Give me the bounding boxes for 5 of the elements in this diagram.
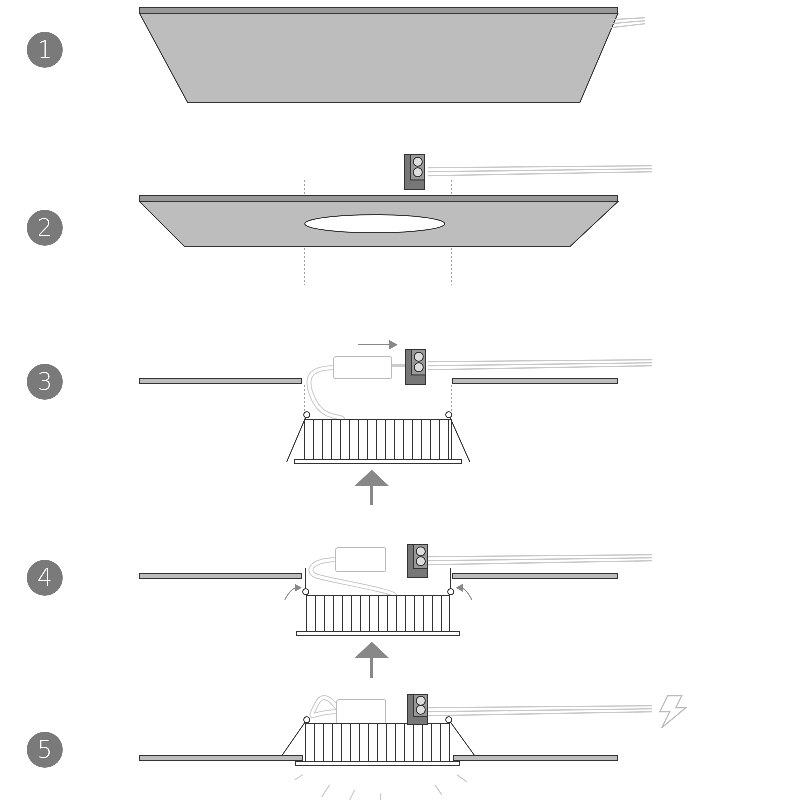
step-number: 2 xyxy=(27,210,63,246)
step-number: 4 xyxy=(27,560,63,596)
step-number: 1 xyxy=(27,32,63,68)
step-number: 5 xyxy=(27,732,63,768)
step-number: 3 xyxy=(27,364,63,400)
